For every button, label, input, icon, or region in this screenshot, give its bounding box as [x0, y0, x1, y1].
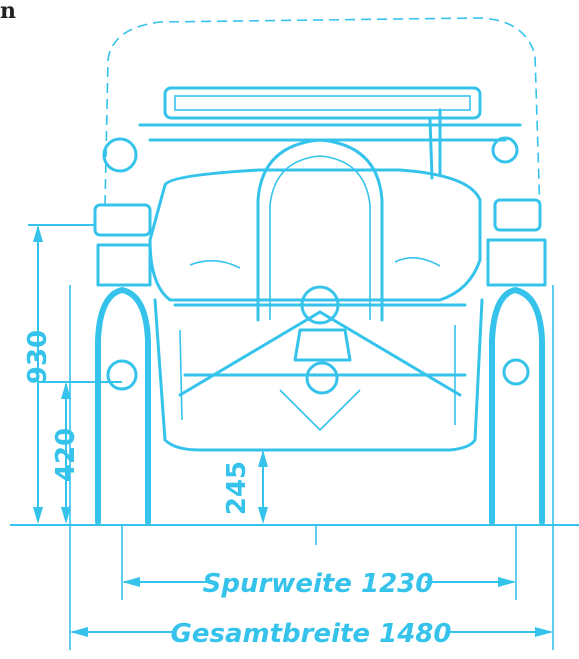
right-headlamp [491, 136, 519, 164]
label-track-width: Spurweite 1230 [203, 569, 434, 599]
bell-housing [256, 138, 384, 322]
roof-outline [104, 17, 541, 216]
left-headlamp [102, 137, 138, 173]
top-frame [102, 86, 522, 180]
right-wheel [486, 238, 547, 525]
track-width-dimension [122, 577, 516, 587]
label-245: 245 [222, 461, 252, 515]
width-extension-lines [69, 285, 554, 650]
engine-block [148, 168, 482, 302]
left-hub [106, 359, 138, 391]
dimension-930 [28, 224, 95, 524]
right-side-lamp [493, 198, 542, 232]
overall-width-dimension [70, 627, 553, 637]
left-side-lamp [93, 203, 152, 237]
dimension-245 [258, 450, 268, 524]
left-wheel [95, 243, 152, 525]
label-overall-width: Gesamtbreite 1480 [171, 619, 452, 649]
lower-body [153, 298, 484, 452]
corner-text-fragment: n [0, 0, 16, 24]
label-930: 930 [23, 330, 53, 384]
right-hub [502, 358, 530, 386]
label-420: 420 [51, 428, 81, 482]
suspension-links [173, 285, 467, 432]
dimension-420 [38, 381, 122, 524]
